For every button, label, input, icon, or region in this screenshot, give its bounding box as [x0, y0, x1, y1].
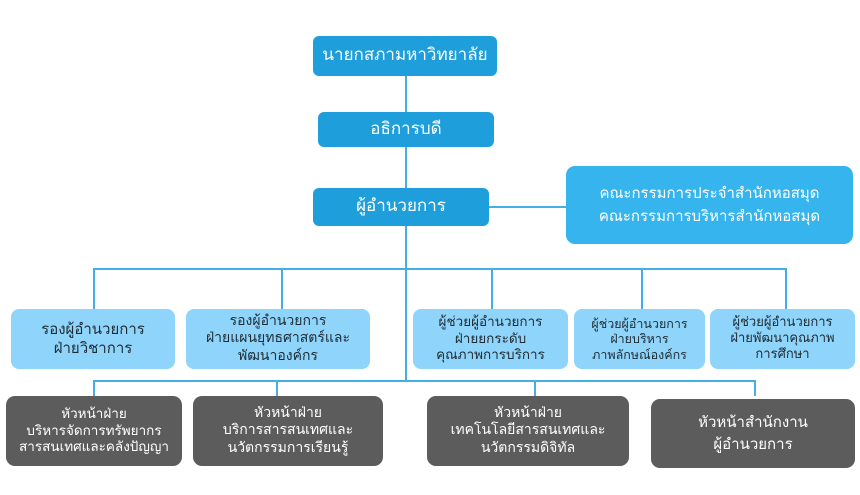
deputy-box: ผู้ช่วยผู้อำนวยการ ฝ่ายบริหาร ภาพลักษณ์อ…: [574, 309, 705, 369]
connector-line: [785, 268, 787, 309]
deputy-line: ผู้ช่วยผู้อำนวยการ: [591, 315, 688, 331]
connector-line: [405, 147, 407, 188]
connector-line: [489, 206, 566, 208]
connector-line: [93, 268, 786, 270]
head-line: หัวหน้าฝ่าย: [493, 404, 563, 421]
connector-line: [93, 380, 95, 396]
deputy-line: ฝ่ายแผนยุทธศาสตร์และ: [205, 330, 351, 347]
deputy-line: ฝ่ายพัฒนาคุณภาพ: [730, 330, 835, 346]
director-label: ผู้อำนวยการ: [356, 196, 446, 217]
deputy-box: ผู้ช่วยผู้อำนวยการ ฝ่ายยกระดับ คุณภาพการ…: [413, 309, 568, 369]
connector-line: [754, 380, 756, 396]
university-council-box: นายกสภามหาวิทยาลัย: [313, 36, 497, 76]
head-line: หัวหน้าฝ่าย: [61, 405, 127, 422]
head-line: เทคโนโลยีสารสนเทศและ: [450, 422, 606, 439]
director-box: ผู้อำนวยการ: [313, 188, 489, 226]
connector-line: [276, 380, 278, 396]
connector-line: [281, 268, 283, 309]
connector-line: [405, 76, 407, 112]
deputy-line: พัฒนาองค์กร: [238, 347, 318, 364]
connector-line: [641, 268, 643, 309]
head-box: หัวหน้าฝ่าย บริหารจัดการทรัพยากร สารสนเท…: [6, 396, 182, 466]
committee-line: คณะกรรมการประจำสำนักหอสมุด: [599, 183, 820, 202]
president-box: อธิการบดี: [318, 112, 494, 147]
head-box: หัวหน้าสำนักงาน ผู้อำนวยการ: [651, 399, 855, 468]
head-line: หัวหน้าฝ่าย: [253, 404, 323, 421]
deputy-line: ฝ่ายวิชาการ: [53, 339, 133, 357]
deputy-box: ผู้ช่วยผู้อำนวยการ ฝ่ายพัฒนาคุณภาพ การศึ…: [710, 309, 855, 369]
deputy-line: ฝ่ายบริหาร: [610, 331, 669, 347]
deputy-line: ภาพลักษณ์องค์กร: [592, 346, 687, 362]
head-line: หัวหน้าสำนักงาน: [698, 412, 808, 431]
deputy-line: การศึกษา: [755, 347, 810, 363]
head-line: บริการสารสนเทศและ: [222, 422, 354, 439]
head-line: สารสนเทศและคลังปัญญา: [19, 439, 169, 456]
deputy-line: คุณภาพการบริการ: [436, 347, 545, 364]
connector-line: [93, 380, 755, 382]
deputy-box: รองผู้อำนวยการ ฝ่ายวิชาการ: [11, 309, 175, 369]
head-line: นวัตกรรมดิจิทัล: [480, 439, 576, 456]
connector-line: [534, 380, 536, 396]
head-line: ผู้อำนวยการ: [713, 434, 793, 453]
head-box: หัวหน้าฝ่าย เทคโนโลยีสารสนเทศและ นวัตกรร…: [427, 396, 629, 466]
deputy-line: ฝ่ายยกระดับ: [454, 330, 527, 347]
president-label: อธิการบดี: [370, 118, 442, 139]
head-box: หัวหน้าฝ่าย บริการสารสนเทศและ นวัตกรรมกา…: [193, 396, 383, 466]
connector-line: [93, 268, 95, 309]
connector-line: [405, 226, 407, 380]
university-council-label: นายกสภามหาวิทยาลัย: [322, 45, 488, 66]
deputy-line: ผู้ช่วยผู้อำนวยการ: [438, 313, 543, 330]
connector-line: [491, 268, 493, 309]
committees-box: คณะกรรมการประจำสำนักหอสมุด คณะกรรมการบริ…: [566, 166, 853, 244]
deputy-line: รองผู้อำนวยการ: [41, 320, 145, 339]
deputy-box: รองผู้อำนวยการ ฝ่ายแผนยุทธศาสตร์และ พัฒน…: [186, 309, 370, 369]
deputy-line: ผู้ช่วยผู้อำนวยการ: [732, 314, 833, 330]
head-line: นวัตกรรมการเรียนรู้: [227, 439, 349, 456]
committee-line: คณะกรรมการบริหารสำนักหอสมุด: [598, 207, 821, 225]
head-line: บริหารจัดการทรัพยากร: [26, 422, 162, 439]
deputy-line: รองผู้อำนวยการ: [229, 312, 327, 329]
